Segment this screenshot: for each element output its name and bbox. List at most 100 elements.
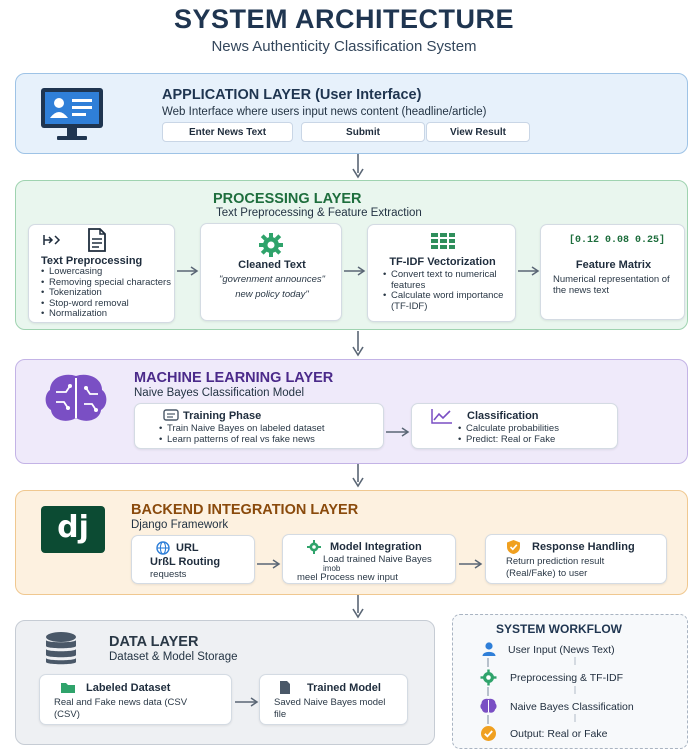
tfidf-title: TF-IDF Vectorization — [389, 256, 496, 268]
down-arrow-icon — [352, 154, 364, 179]
classification-title: Classification — [467, 410, 539, 422]
ml-layer-title: MACHINE LEARNING LAYER — [134, 370, 334, 386]
application-layer-subtitle: Web Interface where users input news con… — [162, 106, 487, 118]
labeled-dataset-title: Labeled Dataset — [86, 682, 171, 694]
cleaned-text-title: Cleaned Text — [238, 259, 306, 271]
page-subtitle: News Authenticity Classification System — [211, 38, 477, 55]
scale-icon — [163, 409, 179, 428]
workflow-step-1: User Input (News Text) — [508, 644, 615, 656]
workflow-step-4: Output: Real or Fake — [510, 728, 608, 740]
list-item: Stop-word removal — [41, 298, 173, 310]
down-arrow-icon — [352, 464, 364, 488]
tfidf-card: TF-IDF Vectorization Convert text to num… — [367, 224, 516, 322]
flow-icon — [43, 233, 61, 252]
workflow-connector — [574, 657, 576, 665]
right-arrow-icon — [257, 556, 281, 569]
backend-layer-subtitle: Django Framework — [131, 519, 229, 531]
right-arrow-icon — [344, 263, 366, 276]
training-phase-title: Training Phase — [183, 410, 262, 422]
data-layer-subtitle: Dataset & Model Storage — [109, 651, 238, 663]
enter-news-text-button[interactable]: Enter News Text — [162, 122, 293, 142]
page-title: SYSTEM ARCHITECTURE — [173, 4, 514, 34]
matrix-badge: [0.12 0.08 0.25] — [569, 235, 666, 246]
processing-layer: PROCESSING LAYER Text Preprocessing & Fe… — [15, 180, 688, 330]
classification-list: Calculate probabilities Predict: Real or… — [458, 423, 616, 446]
classification-card: Classification Calculate probabilities P… — [411, 403, 618, 449]
document-icon — [87, 228, 107, 257]
url-routing-subtitle: UrßL Routing — [150, 556, 221, 568]
workflow-connector — [487, 715, 489, 724]
gear-icon — [258, 232, 284, 263]
grid-icon — [430, 232, 456, 255]
feature-matrix-card: [0.12 0.08 0.25] Feature Matrix Numerica… — [540, 224, 685, 320]
list-item: Calculate probabilities — [458, 423, 616, 435]
folder-icon — [60, 681, 76, 699]
ml-layer-subtitle: Naive Bayes Classification Model — [134, 387, 305, 399]
labeled-dataset-card: Labeled Dataset Real and Fake news data … — [39, 674, 232, 725]
brain-icon — [42, 372, 110, 429]
list-item: Train Naive Bayes on labeled dataset — [159, 423, 381, 435]
brain-icon — [480, 698, 497, 719]
preprocessing-list: Lowercasing Removing special characters … — [41, 266, 173, 320]
processing-layer-title: PROCESSING LAYER — [213, 191, 362, 207]
text-preprocessing-card: Text Preprocessing Lowercasing Removing … — [28, 224, 175, 323]
url-routing-desc: requests — [150, 569, 187, 580]
data-layer-title: DATA LAYER — [109, 634, 199, 650]
training-phase-card: Training Phase Train Naive Bayes on labe… — [134, 403, 384, 449]
trained-model-title: Trained Model — [307, 682, 381, 694]
processing-layer-subtitle: Text Preprocessing & Feature Extraction — [216, 207, 422, 219]
list-item: Tokenization — [41, 287, 173, 299]
workflow-title: SYSTEM WORKFLOW — [496, 622, 622, 636]
model-integration-line-2: imob — [323, 564, 341, 573]
chart-icon — [431, 408, 453, 429]
user-icon — [481, 641, 497, 662]
gear-icon — [307, 540, 321, 559]
response-handling-title: Response Handling — [532, 541, 635, 553]
cleaned-text-example-1: "govrenment announces" — [218, 274, 326, 285]
workflow-connector — [487, 658, 489, 667]
trained-model-line-1: Saved Naive Bayes model — [274, 697, 386, 708]
model-integration-line-1: Load trained Naive Bayes — [323, 554, 432, 565]
trained-model-card: Trained Model Saved Naive Bayes model fi… — [259, 674, 408, 725]
view-result-button[interactable]: View Result — [426, 122, 530, 142]
url-title: URL — [176, 542, 199, 554]
workflow-step-3: Naive Bayes Classification — [510, 701, 634, 713]
monitor-icon — [39, 86, 105, 142]
labeled-dataset-line-1: Real and Fake news data (CSV — [54, 697, 188, 708]
list-item: Convert text to numerical features — [383, 269, 513, 291]
cleaned-text-example-2: new policy today" — [235, 289, 309, 300]
shield-check-icon — [506, 539, 521, 560]
list-item: Normalization — [41, 308, 173, 320]
submit-button[interactable]: Submit — [301, 122, 425, 142]
model-integration-card: Model Integration Load trained Naive Bay… — [282, 534, 456, 584]
right-arrow-icon — [177, 263, 199, 276]
list-item: Calculate word importance (TF-IDF) — [383, 290, 513, 312]
right-arrow-icon — [235, 694, 259, 707]
cleaned-text-card: Cleaned Text "govrenment announces" new … — [200, 223, 342, 321]
list-item: Removing special characters — [41, 277, 173, 289]
django-logo-text: dj — [57, 510, 89, 545]
model-integration-line-3: meel Process new input — [297, 572, 398, 583]
down-arrow-icon — [352, 331, 364, 357]
data-layer: DATA LAYER Dataset & Model Storage Label… — [15, 620, 435, 745]
text-preprocessing-title: Text Preprocessing — [41, 255, 143, 267]
globe-icon — [156, 541, 170, 560]
feature-matrix-desc: Numerical representation of the news tex… — [553, 274, 670, 296]
machine-learning-layer: MACHINE LEARNING LAYER Naive Bayes Class… — [15, 359, 688, 464]
model-integration-title: Model Integration — [330, 541, 422, 553]
trained-model-line-2: file — [274, 709, 287, 720]
response-handling-line-2: (Real/Fake) to user — [506, 568, 588, 579]
right-arrow-icon — [459, 556, 483, 569]
list-item: Predict: Real or Fake — [458, 434, 616, 446]
right-arrow-icon — [386, 424, 410, 437]
response-handling-card: Response Handling Return prediction resu… — [485, 534, 667, 584]
backend-integration-layer: dj BACKEND INTEGRATION LAYER Django Fram… — [15, 490, 688, 595]
workflow-step-2: Preprocessing & TF-IDF — [510, 672, 624, 684]
tfidf-list: Convert text to numerical features Calcu… — [383, 269, 513, 312]
workflow-connector — [574, 686, 576, 694]
list-item: Lowercasing — [41, 266, 173, 278]
feature-matrix-title: Feature Matrix — [575, 259, 652, 271]
response-handling-line-1: Return prediction result — [506, 556, 605, 567]
database-icon — [44, 631, 78, 672]
url-routing-card: URL UrßL Routing requests — [131, 535, 255, 584]
